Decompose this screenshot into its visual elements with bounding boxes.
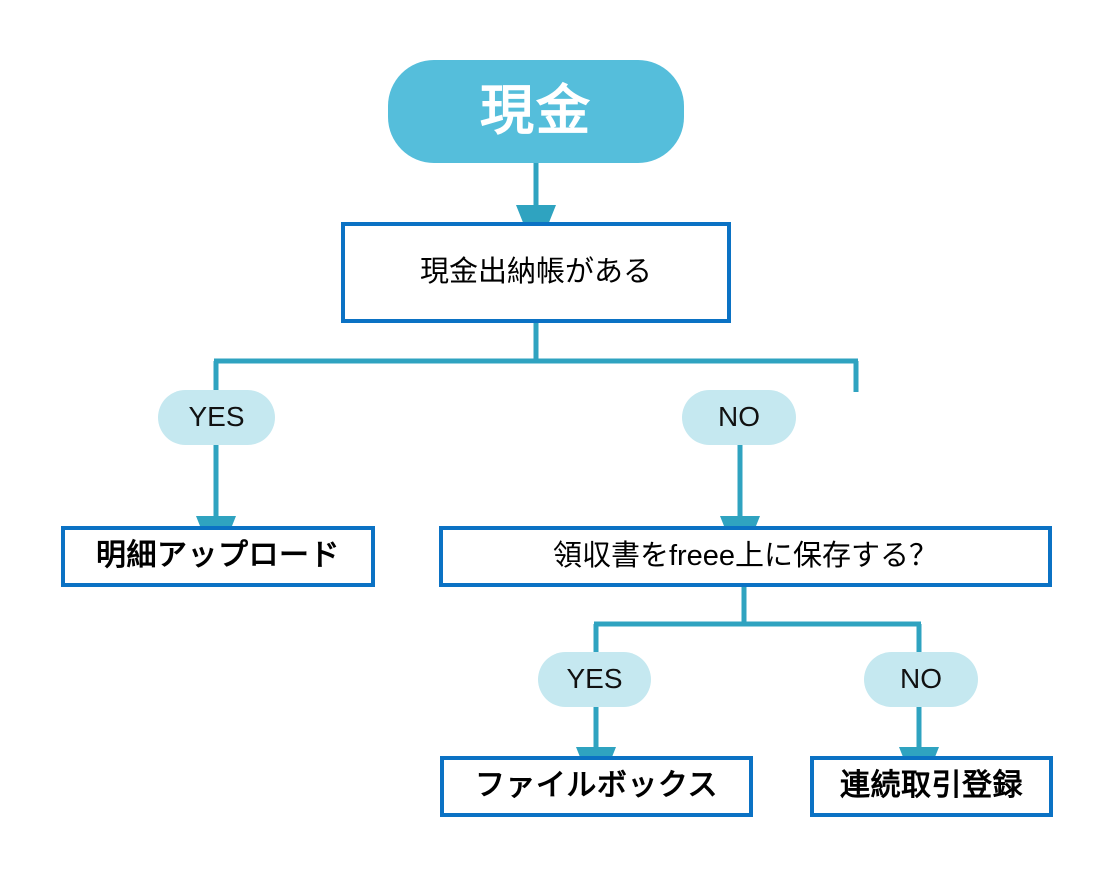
node-terminal-renzoku-torihiki[interactable]: 連続取引登録 <box>810 756 1053 817</box>
edge-label-yes-cashbook-text: YES <box>188 401 245 433</box>
node-decision-receipt-freee[interactable]: 領収書をfreee上に保存する？ <box>439 526 1052 587</box>
edge-label-yes-cashbook[interactable]: YES <box>158 390 275 445</box>
node-terminal-filebox[interactable]: ファイルボックス <box>440 756 753 817</box>
node-decision-cashbook-label: 現金出納帳がある <box>419 255 652 288</box>
node-root-cash[interactable]: 現金 <box>388 60 684 163</box>
node-terminal-meisai-upload[interactable]: 明細アップロード <box>61 526 375 587</box>
edge-label-yes-receipt-text: YES <box>566 663 623 695</box>
edge-label-no-receipt[interactable]: NO <box>864 652 978 707</box>
edge-label-no-cashbook[interactable]: NO <box>682 390 796 445</box>
edge-decision1-split <box>213 323 859 392</box>
edge-label-no-receipt-text: NO <box>900 663 942 695</box>
node-decision-cashbook[interactable]: 現金出納帳がある <box>341 222 731 323</box>
node-root-cash-label: 現金 <box>480 81 592 142</box>
node-terminal-filebox-label: ファイルボックス <box>474 769 719 803</box>
node-decision-receipt-freee-label: 領収書をfreee上に保存する？ <box>552 539 939 572</box>
edge-decision2-split <box>593 586 922 654</box>
node-terminal-meisai-upload-label: 明細アップロード <box>96 539 340 573</box>
edge-label-yes-receipt[interactable]: YES <box>538 652 651 707</box>
node-terminal-renzoku-torihiki-label: 連続取引登録 <box>840 769 1023 803</box>
edge-label-no-cashbook-text: NO <box>718 401 760 433</box>
